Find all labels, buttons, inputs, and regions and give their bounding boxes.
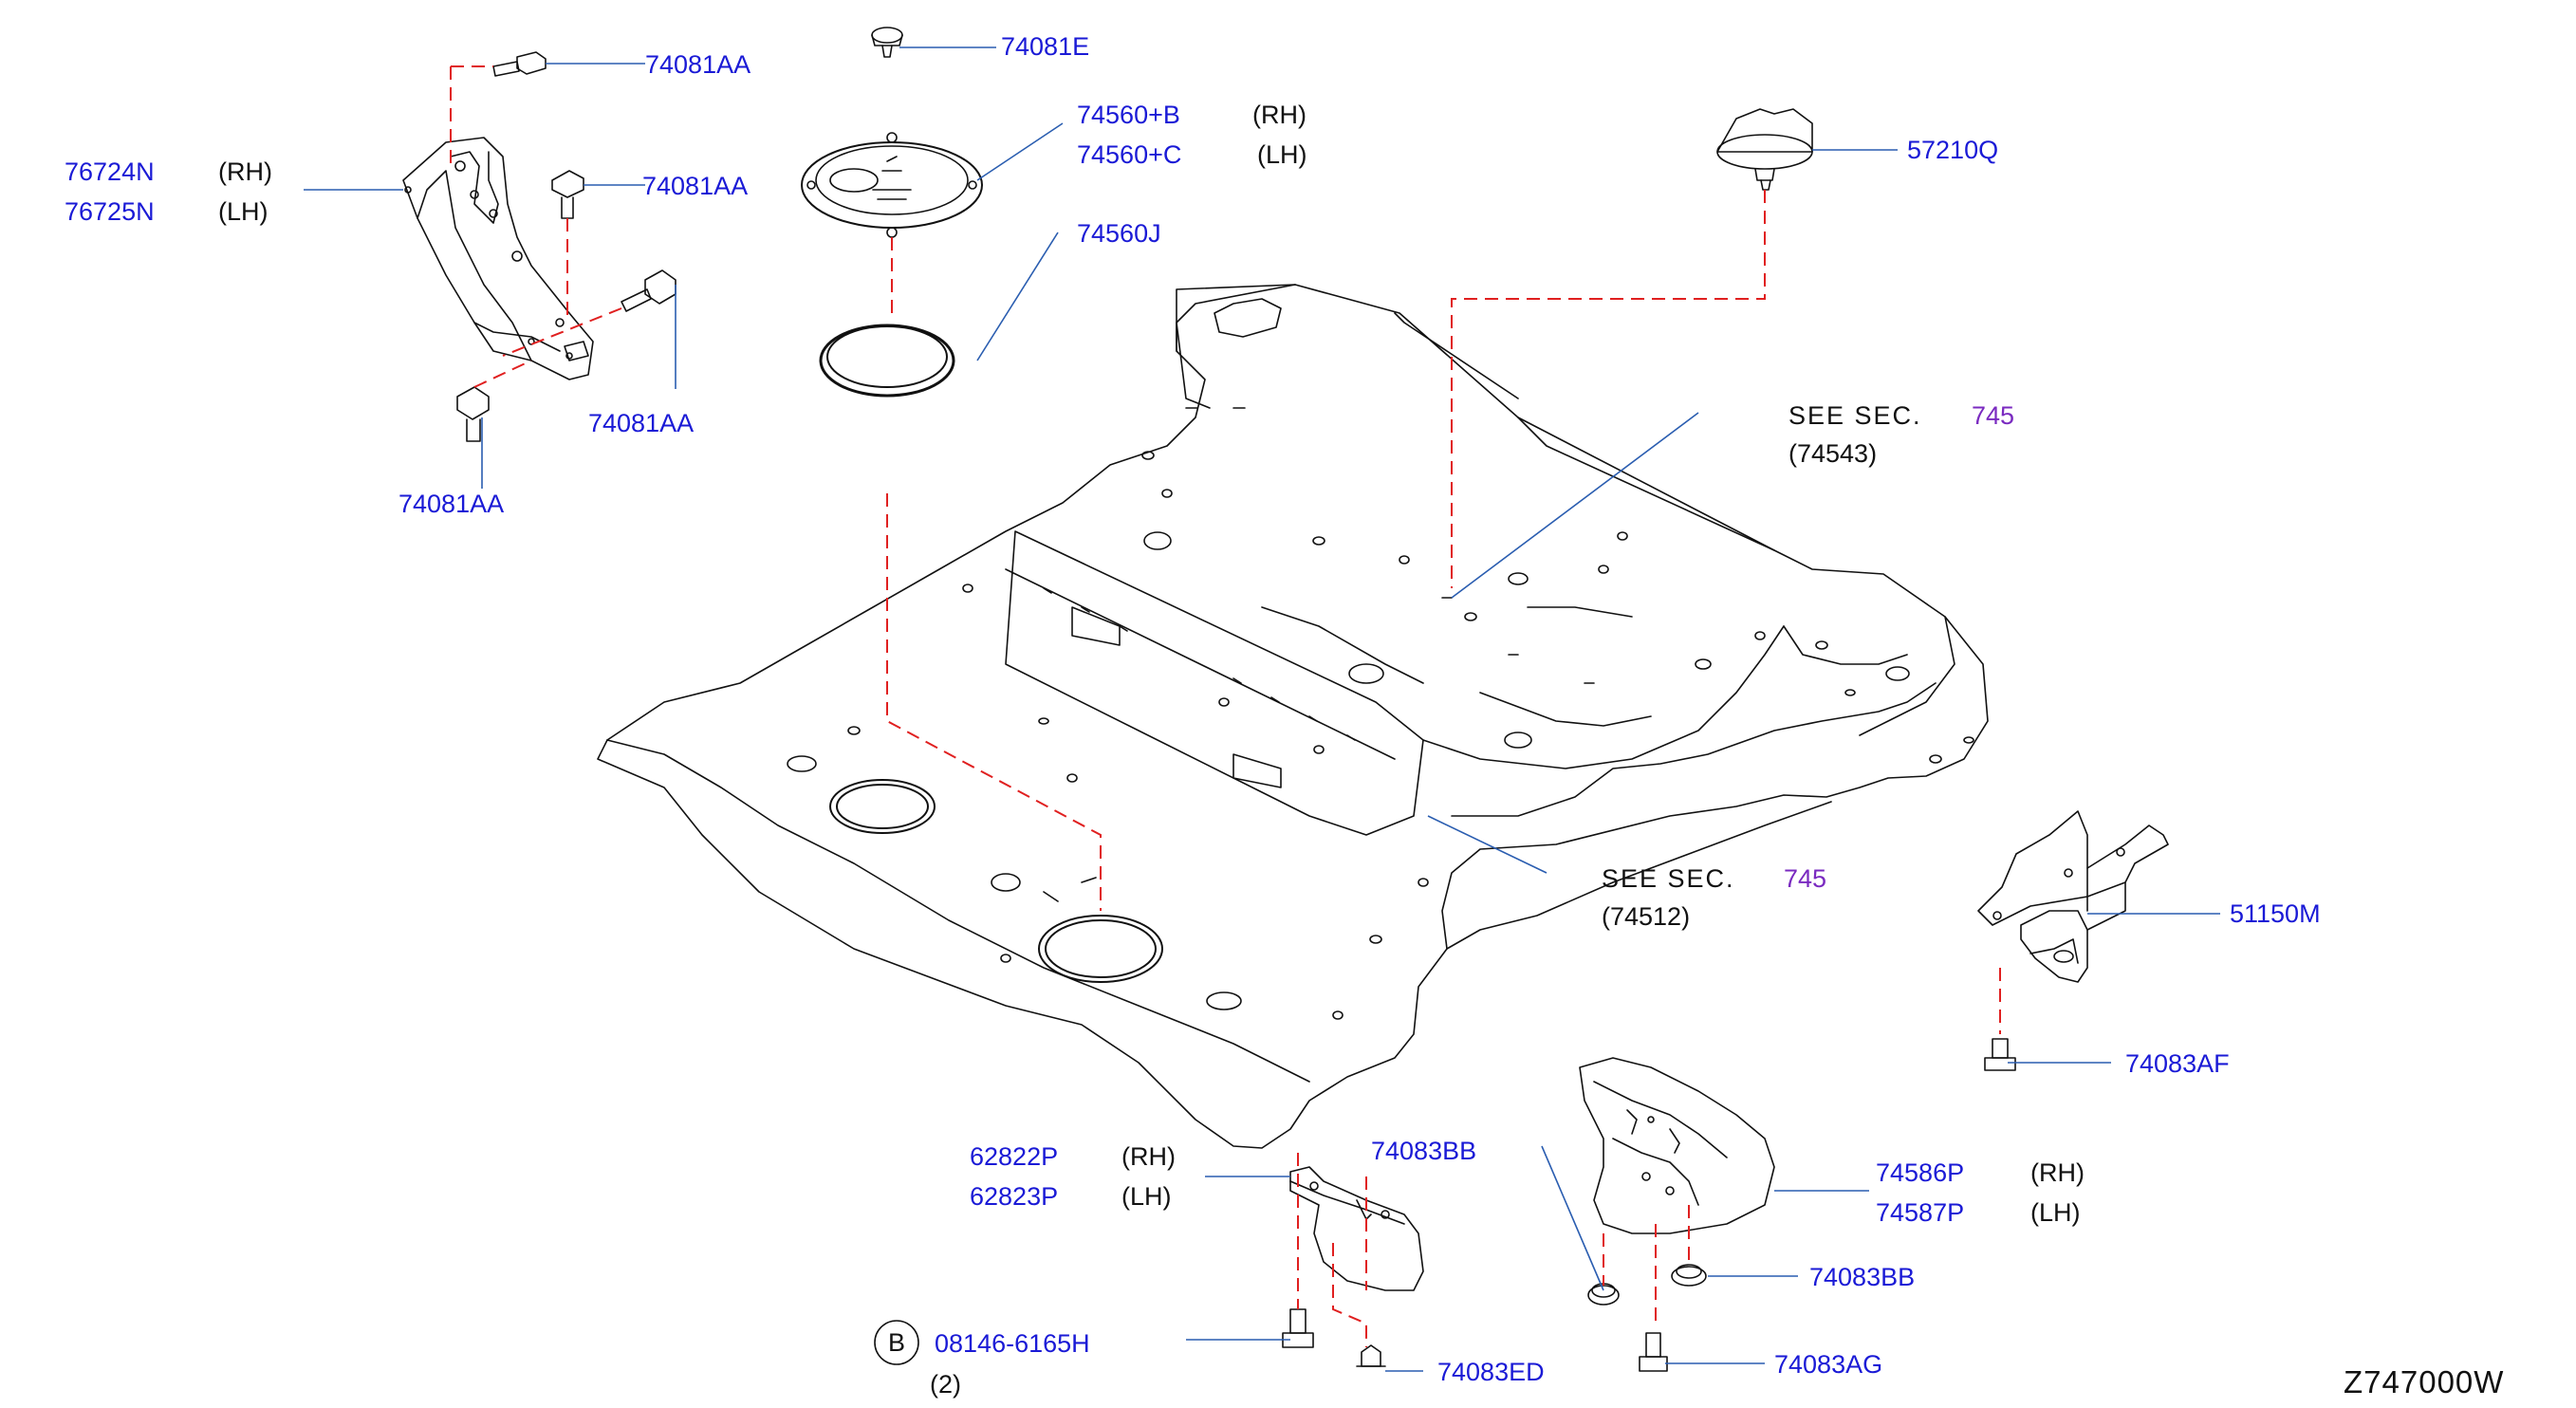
- see-sec-74512-section[interactable]: 745: [1784, 864, 1826, 893]
- mount-bracket-51150m[interactable]: [1977, 810, 2169, 983]
- label-74560c[interactable]: 74560+C: [1077, 140, 1181, 169]
- see-sec-74512-ref: (74512): [1602, 902, 1690, 931]
- bolt-74081aa-right[interactable]: [621, 269, 676, 312]
- rear-bracket-76724n[interactable]: [402, 137, 594, 380]
- label-74081aa-mid[interactable]: 74081AA: [642, 172, 748, 200]
- assembly-lines: [450, 65, 2001, 1347]
- label-76725n-side: (LH): [218, 197, 269, 226]
- rear-floor-panel[interactable]: [597, 284, 1989, 1149]
- grommet-74083bb-right[interactable]: [1671, 1264, 1707, 1287]
- clip-74083ed[interactable]: [1356, 1344, 1386, 1367]
- label-08146-6165h-qty: (2): [930, 1370, 961, 1399]
- label-74083bb-a[interactable]: 74083BB: [1371, 1137, 1476, 1165]
- mud-guard-62822p[interactable]: [1289, 1166, 1424, 1291]
- marker-b-circle: [874, 1320, 919, 1365]
- floor-cap-74560b[interactable]: [801, 132, 983, 238]
- bolt-74081aa-top[interactable]: [492, 51, 547, 77]
- label-74587p-side: (LH): [2030, 1198, 2081, 1227]
- marker-b-letter: B: [888, 1328, 905, 1357]
- label-74083ag[interactable]: 74083AG: [1774, 1350, 1882, 1379]
- leader-lines: [304, 46, 2220, 1372]
- label-62822p[interactable]: 62822P: [970, 1142, 1058, 1171]
- label-74560b-side: (RH): [1252, 101, 1307, 129]
- label-74560j[interactable]: 74560J: [1077, 219, 1161, 248]
- bolt-74083af[interactable]: [1984, 1038, 2016, 1071]
- label-74081aa-bottom[interactable]: 74081AA: [398, 490, 504, 518]
- label-74560b[interactable]: 74560+B: [1077, 101, 1180, 129]
- label-74083af[interactable]: 74083AF: [2125, 1049, 2230, 1078]
- label-51150m[interactable]: 51150M: [2230, 899, 2321, 928]
- see-sec-74543-prefix: SEE SEC.: [1788, 401, 1922, 430]
- label-57210q[interactable]: 57210Q: [1907, 136, 1998, 164]
- bolt-08146-6165h[interactable]: [1282, 1308, 1314, 1348]
- label-74586p[interactable]: 74586P: [1876, 1158, 1964, 1187]
- bolt-74083ag[interactable]: [1639, 1332, 1668, 1372]
- see-sec-74543-ref: (74543): [1788, 439, 1877, 468]
- label-76724n[interactable]: 76724N: [65, 157, 155, 186]
- label-74560c-side: (LH): [1257, 140, 1307, 169]
- see-sec-74543-section[interactable]: 745: [1972, 401, 2014, 430]
- grommet-74083bb-left[interactable]: [1587, 1283, 1620, 1306]
- splash-guard-74586p[interactable]: [1579, 1057, 1775, 1234]
- label-62823p[interactable]: 62823P: [970, 1182, 1058, 1211]
- diagram-code: Z747000W: [2344, 1364, 2504, 1399]
- label-62822p-side: (RH): [1121, 1142, 1176, 1171]
- label-74586p-side: (RH): [2030, 1158, 2085, 1187]
- bolt-74081aa-mid[interactable]: [551, 170, 584, 219]
- see-sec-74512-prefix: SEE SEC.: [1602, 864, 1735, 893]
- bolt-74081aa-bottom[interactable]: [456, 386, 490, 442]
- label-76725n[interactable]: 76725N: [65, 197, 155, 226]
- label-74587p[interactable]: 74587P: [1876, 1198, 1964, 1227]
- label-08146-6165h[interactable]: 08146-6165H: [935, 1329, 1090, 1358]
- label-74083bb-b[interactable]: 74083BB: [1809, 1263, 1915, 1291]
- label-74081aa-right[interactable]: 74081AA: [588, 409, 694, 437]
- bumper-57210q[interactable]: [1716, 108, 1813, 191]
- label-74081e[interactable]: 74081E: [1001, 32, 1089, 61]
- label-74083ed[interactable]: 74083ED: [1437, 1358, 1545, 1386]
- seal-ring-74560j[interactable]: [819, 324, 955, 398]
- label-76724n-side: (RH): [218, 157, 272, 186]
- label-74081aa-top[interactable]: 74081AA: [645, 50, 751, 79]
- clip-74081e[interactable]: [871, 27, 903, 58]
- label-62823p-side: (LH): [1121, 1182, 1172, 1211]
